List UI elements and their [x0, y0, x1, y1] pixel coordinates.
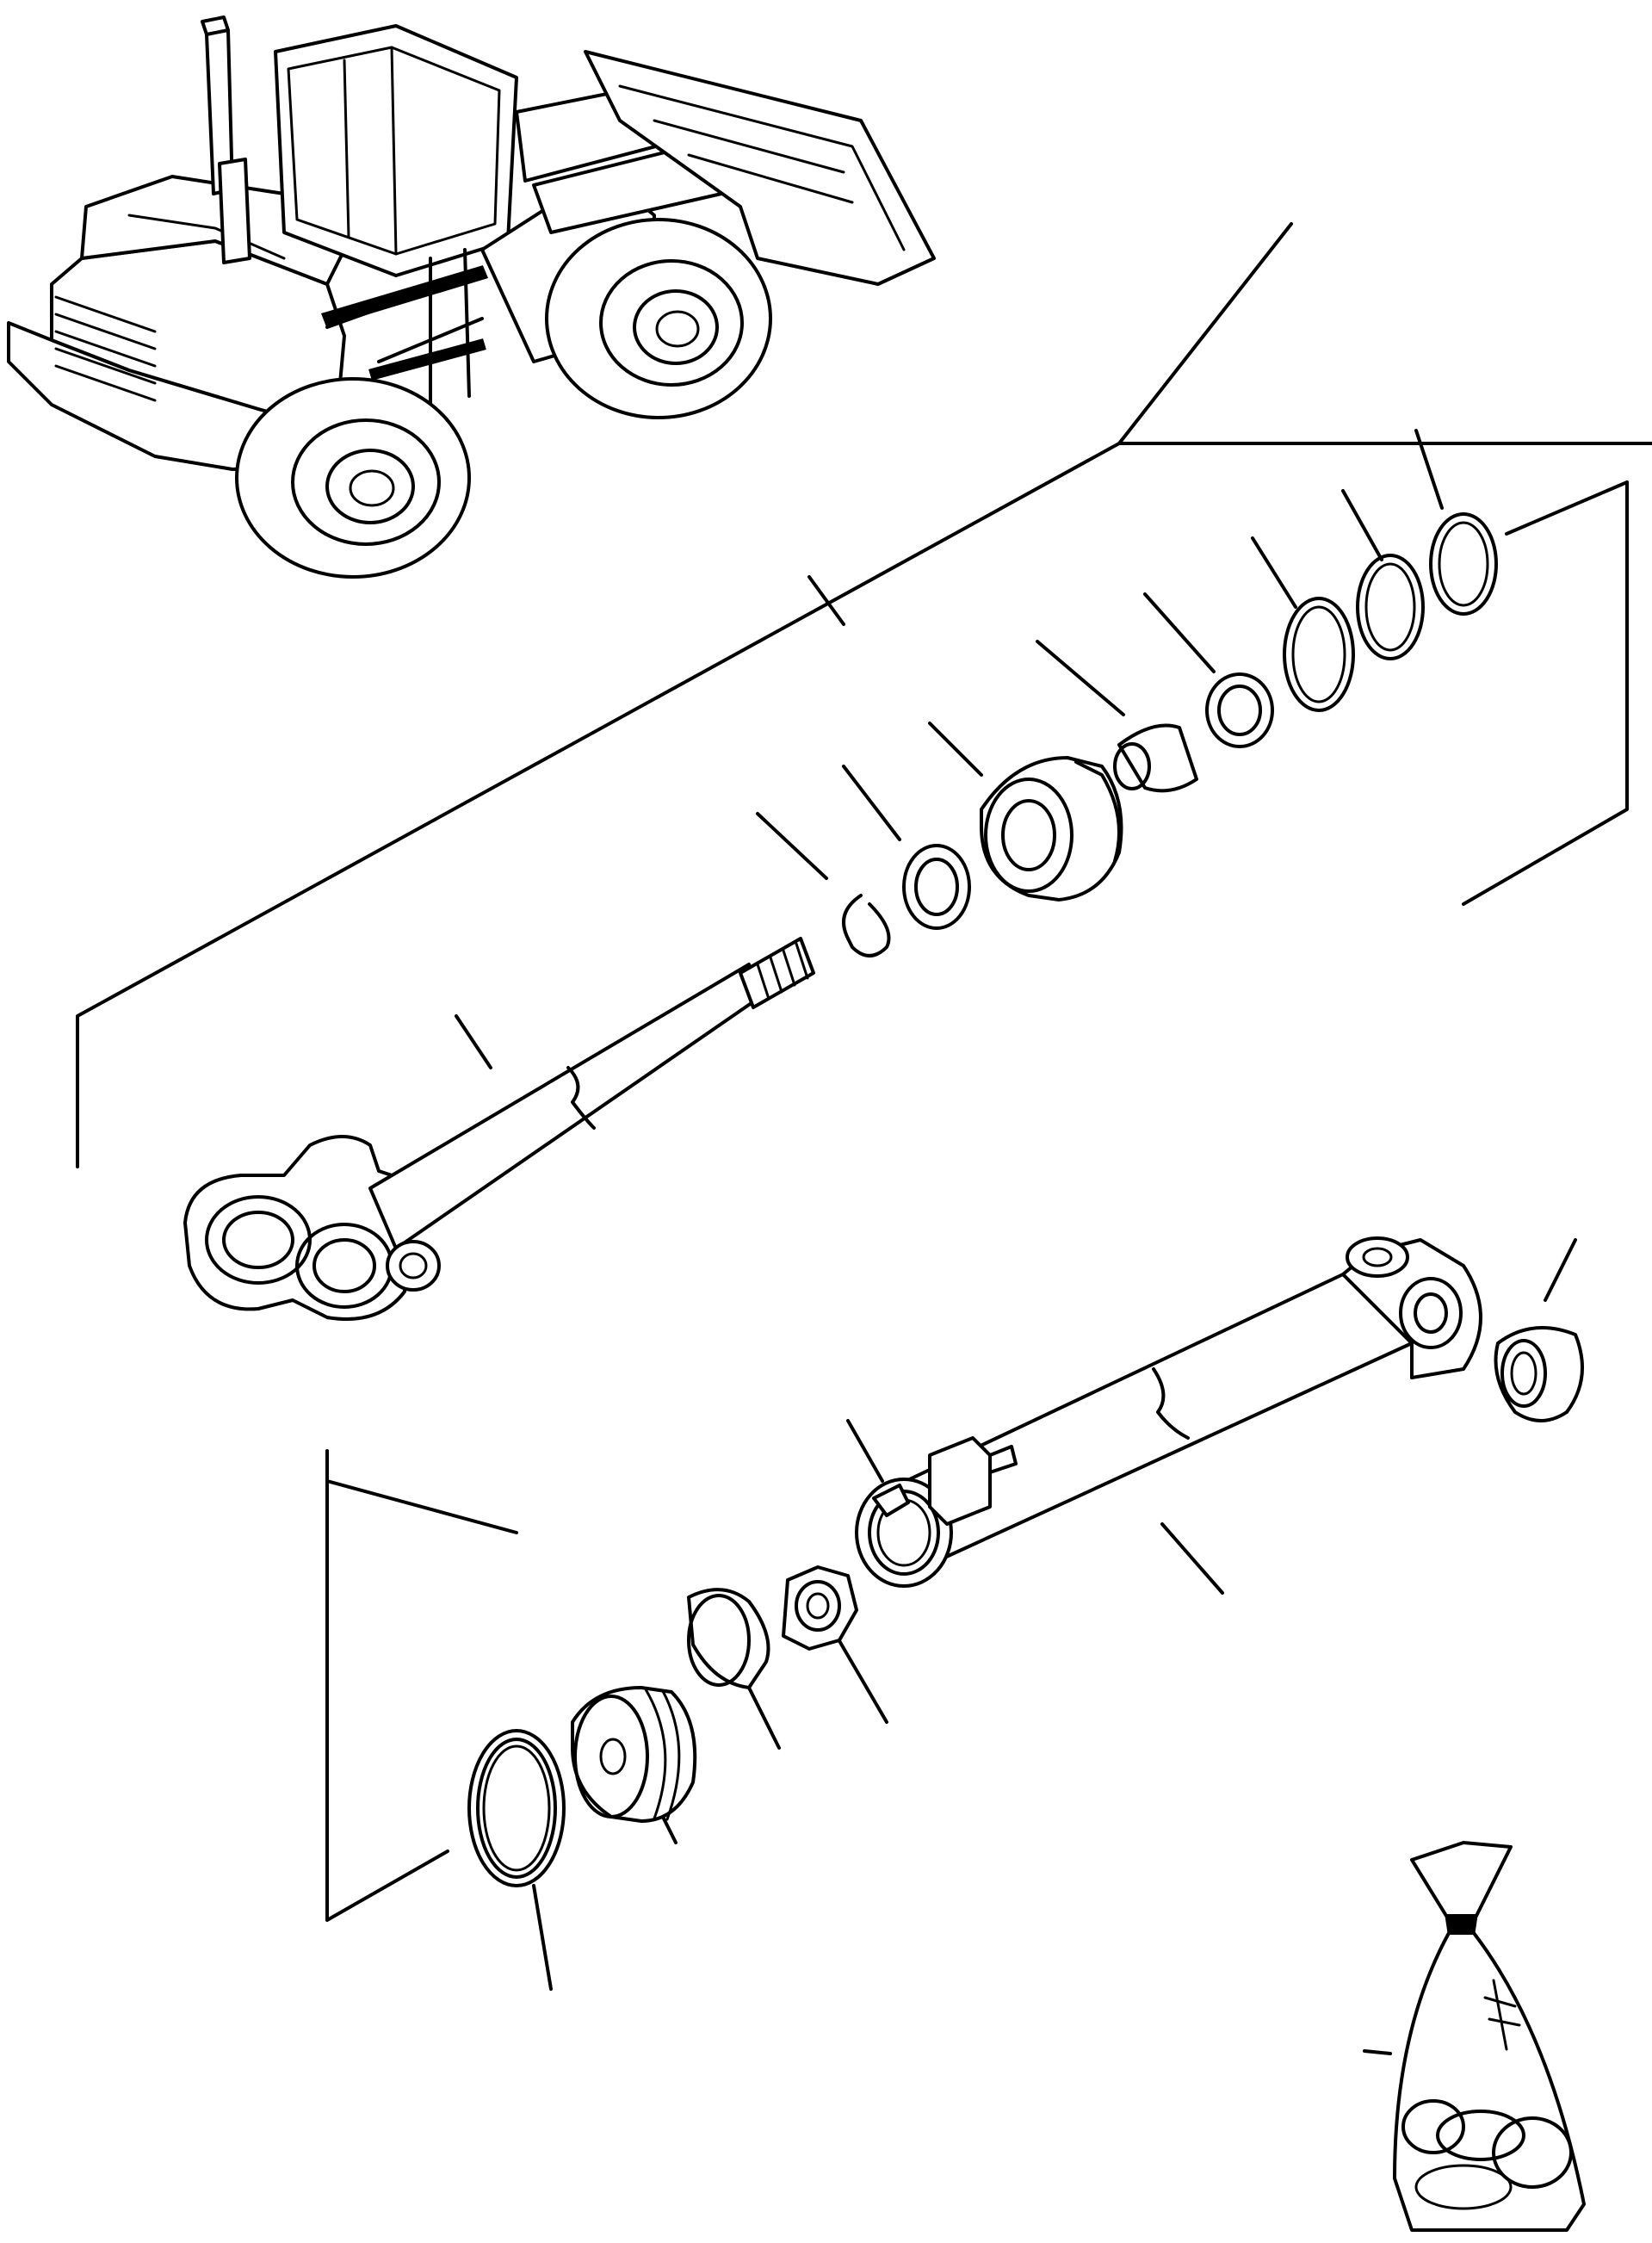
rod-seal — [1143, 592, 1274, 748]
piston-nut — [782, 1565, 888, 1724]
cylinder-head — [928, 722, 1123, 902]
piston — [571, 1686, 697, 1844]
backup-ring — [1341, 489, 1425, 660]
cylinder-tube — [855, 1236, 1482, 1595]
piston-assembly-bracket — [325, 1449, 518, 1922]
piston-seal — [467, 1729, 566, 1991]
o-ring-large — [1251, 536, 1355, 712]
wear-ring — [687, 1588, 781, 1750]
rod-assembly-bracket — [76, 222, 1652, 1168]
wheel-loader — [7, 15, 936, 579]
grease-fitting — [846, 1419, 910, 1517]
seal-kit-bag — [1363, 1841, 1586, 2232]
rod-bushing — [1036, 640, 1198, 793]
pin-bushing — [1494, 1238, 1584, 1422]
o-ring-small — [1414, 429, 1498, 616]
bushing — [842, 765, 971, 930]
piston-rod — [183, 937, 815, 1321]
retaining-ring — [756, 812, 891, 957]
